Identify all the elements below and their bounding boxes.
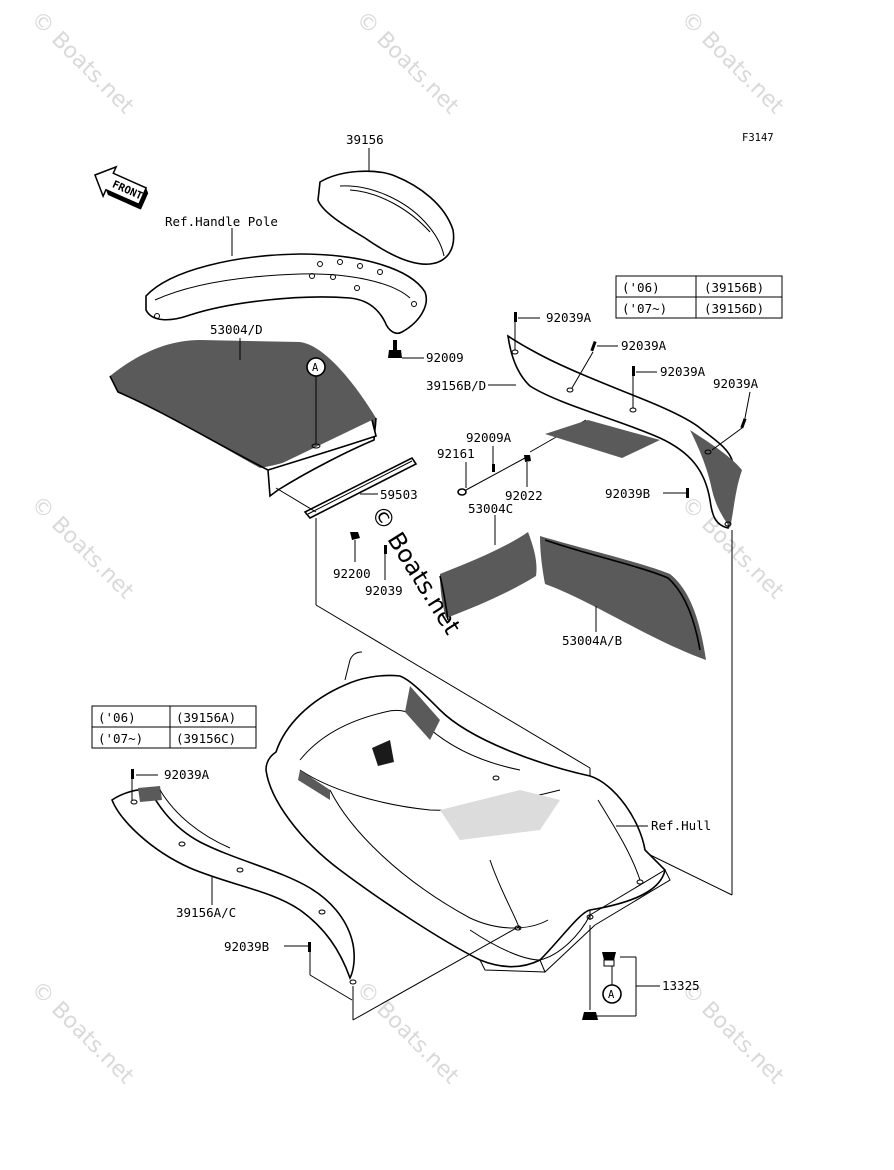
label-ref-hull: Ref.Hull	[651, 818, 711, 833]
part-13325-plug: A	[582, 925, 660, 1020]
label-92039b-1: 92039B	[605, 486, 650, 501]
label-59503: 59503	[380, 487, 418, 502]
label-92039a-1: 92039A	[546, 310, 592, 325]
front-arrow-icon: FRONT	[94, 165, 149, 210]
marker-a-bottom-label: A	[608, 989, 615, 1001]
label-53004d: 53004/D	[210, 322, 263, 337]
watermark-7: © Boats.net	[351, 977, 464, 1090]
table-right: ('06) (39156B) ('07~) (39156D)	[615, 275, 783, 319]
part-39156-cushion	[317, 148, 455, 265]
part-59503-strip	[275, 456, 418, 520]
table-left-part-1: (39156A)	[176, 710, 236, 725]
label-92200: 92200	[333, 566, 371, 581]
part-39156ac-left-panel	[111, 769, 521, 1021]
label-53004ab: 53004A/B	[562, 633, 622, 648]
table-left-year-1: ('06)	[98, 710, 136, 725]
part-53004c-mat	[439, 515, 537, 621]
watermark-8: © Boats.net	[676, 977, 789, 1090]
table-left-year-2: ('07~)	[98, 731, 143, 746]
label-39156: 39156	[346, 132, 384, 147]
label-92009a: 92009A	[466, 430, 512, 445]
fasteners-92200-92039	[350, 532, 387, 580]
watermarks: © Boats.net © Boats.net © Boats.net © Bo…	[26, 7, 789, 1090]
label-92022: 92022	[505, 488, 543, 503]
watermark-2: © Boats.net	[351, 7, 464, 120]
part-53004d-mat	[109, 338, 377, 498]
label-53004c: 53004C	[468, 501, 513, 516]
part-handle-pole	[145, 228, 427, 335]
label-92161: 92161	[437, 446, 475, 461]
watermark-6: © Boats.net	[26, 977, 139, 1090]
watermark-3: © Boats.net	[676, 7, 789, 120]
part-39156bd-right-panel	[488, 334, 742, 896]
label-92039: 92039	[365, 583, 403, 598]
bolts-92039a-right	[514, 312, 751, 498]
watermark-1: © Boats.net	[26, 7, 139, 120]
part-hull	[265, 651, 671, 973]
table-left-part-2: (39156C)	[176, 731, 236, 746]
label-92039a-2: 92039A	[621, 338, 667, 353]
label-92039b-2: 92039B	[224, 939, 269, 954]
table-right-part-2: (39156D)	[704, 301, 764, 316]
table-right-year-1: ('06)	[622, 280, 660, 295]
figure-code: F3147	[742, 132, 774, 144]
label-39156ac: 39156A/C	[176, 905, 236, 920]
label-92039a-4: 92039A	[713, 376, 759, 391]
bolt-92009	[388, 340, 424, 359]
label-ref-handle-pole: Ref.Handle Pole	[165, 214, 278, 229]
label-92009: 92009	[426, 350, 464, 365]
label-92039a-3: 92039A	[660, 364, 706, 379]
label-13325: 13325	[662, 978, 700, 993]
marker-a-top: A	[306, 357, 326, 449]
marker-a-top-label: A	[312, 362, 319, 374]
table-right-part-1: (39156B)	[704, 280, 764, 295]
table-right-year-2: ('07~)	[622, 301, 667, 316]
part-53004ab-mat	[540, 536, 706, 660]
label-39156bd: 39156B/D	[426, 378, 486, 393]
label-92039a-5: 92039A	[164, 767, 210, 782]
table-left: ('06) (39156A) ('07~) (39156C)	[91, 705, 257, 749]
watermark-4: © Boats.net	[26, 492, 139, 605]
